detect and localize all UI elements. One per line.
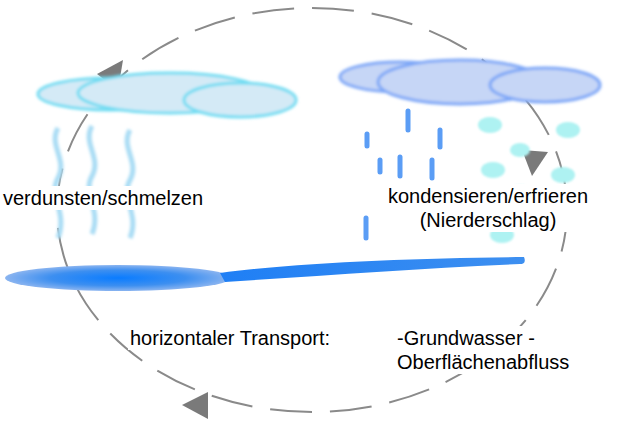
steam-lines bbox=[55, 126, 133, 238]
evaporation-cloud bbox=[38, 73, 296, 117]
process-label: kondensieren/erfrieren (Nierderschlag) bbox=[386, 184, 590, 232]
river bbox=[220, 257, 525, 282]
transport-heading: horizontaler Transport: bbox=[128, 326, 332, 350]
process-label: verdunsten/schmelzen bbox=[1, 186, 205, 210]
lake bbox=[5, 265, 231, 291]
transport-list: -Grundwasser -Oberflächenabfluss bbox=[395, 326, 571, 374]
cycle-arrowhead bbox=[182, 392, 208, 419]
rain-cloud bbox=[340, 60, 600, 104]
